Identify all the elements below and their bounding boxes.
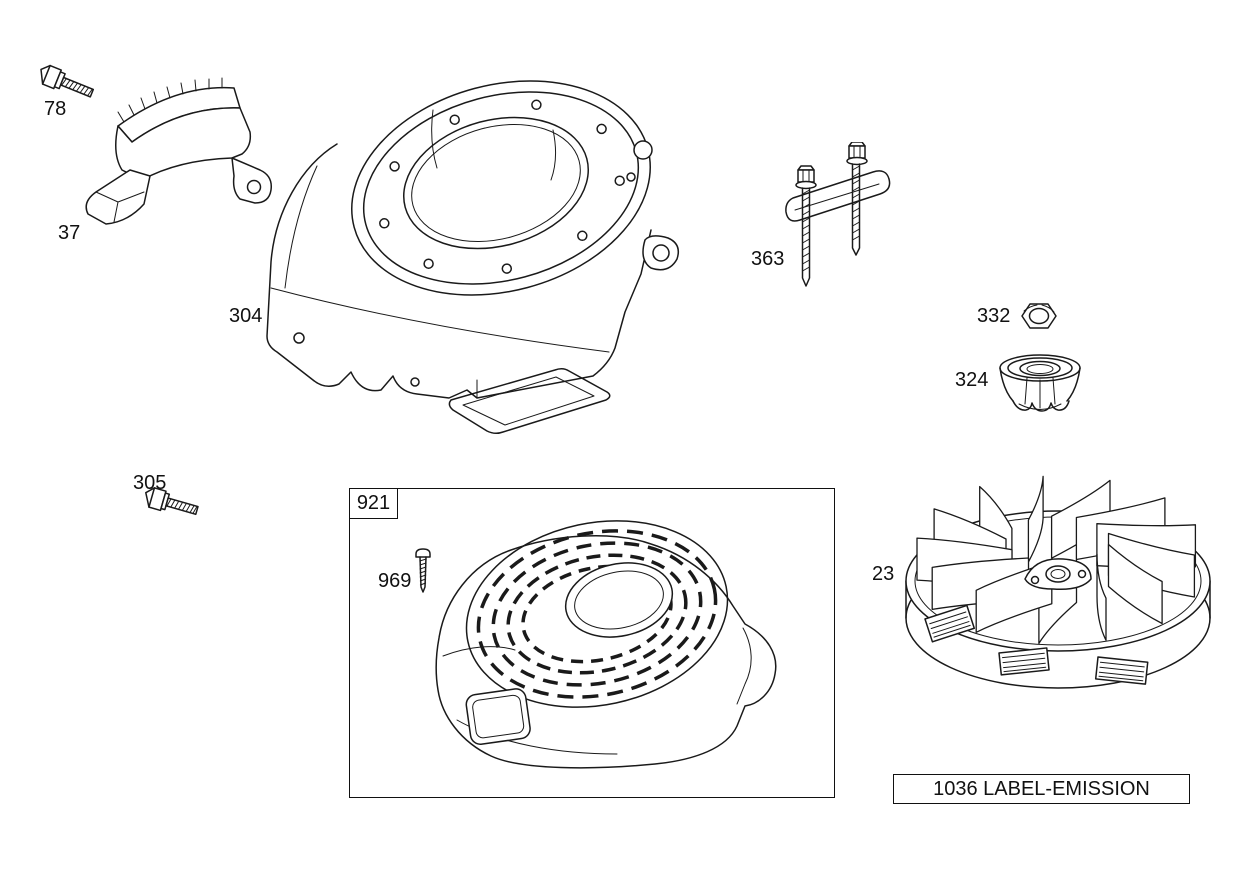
- flywheel-23-drawing: [905, 475, 1211, 689]
- part-78-callout: 78: [44, 98, 67, 120]
- hex-bolt-78-drawing: [40, 64, 95, 98]
- screw-969-drawing: [415, 548, 431, 593]
- group-921-label-tab: 921: [350, 489, 398, 519]
- part-363-callout: 363: [751, 248, 785, 270]
- part-304-callout: 304: [229, 305, 263, 327]
- group-921-label: 921: [356, 492, 391, 514]
- part-23-callout: 23: [872, 563, 895, 585]
- fan-blades: [916, 475, 1197, 645]
- hex-bolt-305-drawing: [145, 487, 199, 516]
- starter-cup-324-drawing: [999, 354, 1081, 412]
- flywheel-puller-363-drawing: [785, 142, 891, 287]
- rim-label-block: [924, 604, 976, 643]
- shield-bracket-37-drawing: [85, 77, 273, 225]
- blower-housing-cover-921-drawing: [435, 520, 777, 769]
- emission-label-text: 1036 LABEL-EMISSION: [933, 777, 1150, 800]
- flange-bolt-holes: [379, 99, 625, 274]
- part-37-callout: 37: [58, 222, 81, 244]
- rim-label-block: [1094, 656, 1149, 685]
- blower-housing-304-drawing: [266, 80, 680, 435]
- hex-nut-332-drawing: [1021, 303, 1057, 329]
- group-921-box: 921: [349, 488, 835, 798]
- emission-label-box: 1036 LABEL-EMISSION: [893, 774, 1190, 804]
- part-324-callout: 324: [955, 369, 989, 391]
- rim-label-block: [998, 647, 1050, 676]
- part-332-callout: 332: [977, 305, 1011, 327]
- part-969-callout: 969: [378, 570, 412, 592]
